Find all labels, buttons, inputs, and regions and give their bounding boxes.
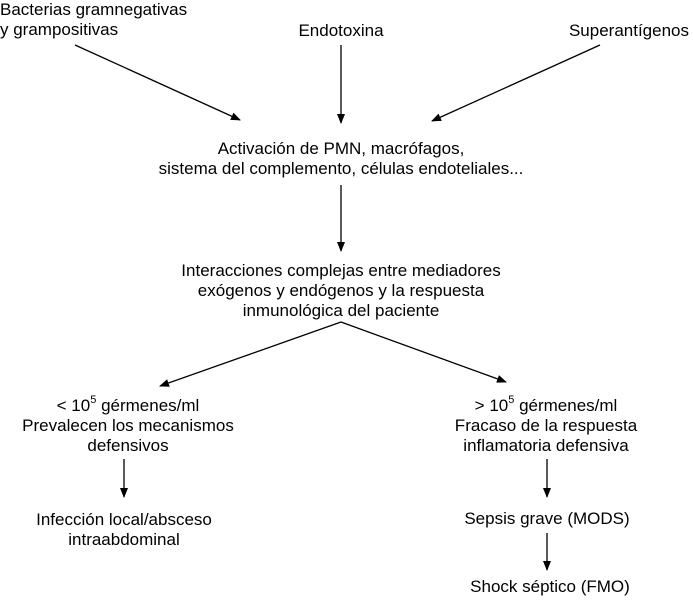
node-superantigenos-line-1: Superantígenos: [568, 21, 689, 40]
node-bacterias-line-1: Bacterias gramnegativas: [0, 0, 188, 19]
node-interacciones-line-1: Interacciones complejas entre mediadores: [181, 261, 501, 280]
node-activacion-line-2: sistema del complemento, células endotel…: [158, 159, 524, 178]
node-low-count-prefix: < 10: [56, 396, 91, 415]
node-bacterias-line-2: y grampositivas: [0, 20, 119, 39]
node-high-count-exponent: 5: [508, 394, 515, 407]
node-high-count: > 105 gérmenes/ml Fracaso de la respuest…: [454, 394, 638, 456]
node-infeccion-line-1: Infección local/absceso: [36, 510, 212, 529]
node-high-count-suffix: gérmenes/ml: [514, 396, 618, 415]
node-low-count-threshold: < 105 gérmenes/ml: [22, 394, 234, 416]
node-shock: Shock séptico (FMO): [470, 577, 630, 597]
arrow-superantigenos-to-activacion: [431, 44, 601, 122]
node-sepsis: Sepsis grave (MODS): [464, 509, 629, 529]
node-interacciones-line-2: exógenos y endógenos y la respuesta: [197, 281, 485, 300]
arrow-interacciones-to-high: [340, 321, 507, 383]
arrow-bacterias-to-activacion: [74, 44, 241, 121]
arrow-interacciones-to-low: [159, 321, 342, 387]
node-high-count-line-2: inflamatoria defensiva: [463, 436, 629, 455]
node-low-count-suffix: gérmenes/ml: [96, 396, 200, 415]
node-infeccion: Infección local/absceso intraabdominal: [36, 510, 212, 550]
node-superantigenos: Superantígenos: [569, 21, 689, 41]
node-activacion: Activación de PMN, macrófagos, sistema d…: [159, 139, 524, 179]
node-high-count-threshold: > 105 gérmenes/ml: [455, 394, 637, 416]
node-sepsis-line-1: Sepsis grave (MODS): [464, 509, 630, 528]
node-low-count: < 105 gérmenes/ml Prevalecen los mecanis…: [22, 394, 234, 456]
node-interacciones-line-3: inmunológica del paciente: [242, 301, 440, 320]
node-interacciones: Interacciones complejas entre mediadores…: [181, 261, 500, 321]
node-low-count-exponent: 5: [90, 394, 97, 407]
node-high-count-line-1: Fracaso de la respuesta: [454, 416, 638, 435]
node-endotoxina: Endotoxina: [298, 21, 383, 41]
node-low-count-line-1: Prevalecen los mecanismos: [22, 416, 234, 435]
node-bacterias: Bacterias gramnegativas y grampositivas: [0, 0, 187, 40]
node-low-count-line-2: defensivos: [87, 436, 169, 455]
node-infeccion-line-2: intraabdominal: [68, 530, 180, 549]
node-high-count-prefix: > 10: [474, 396, 509, 415]
node-activacion-line-1: Activación de PMN, macrófagos,: [217, 139, 465, 158]
node-shock-line-1: Shock séptico (FMO): [470, 577, 630, 596]
node-endotoxina-line-1: Endotoxina: [298, 21, 384, 40]
